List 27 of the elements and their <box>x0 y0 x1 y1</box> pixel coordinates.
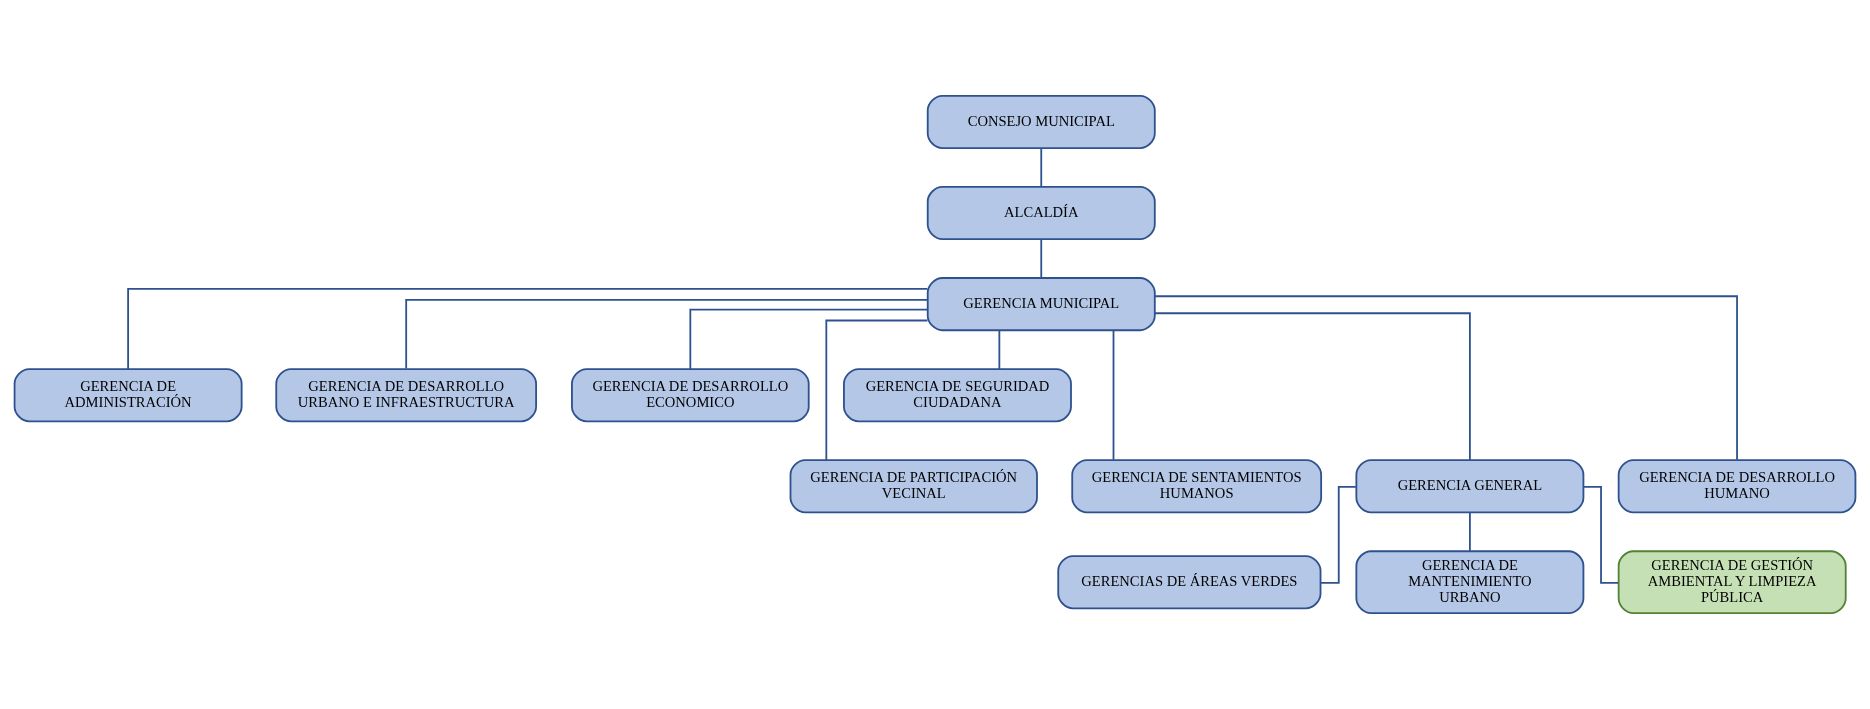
node-box: GERENCIA DE DESARROLLO HUMANO <box>1617 459 1857 514</box>
connector <box>689 308 929 370</box>
node-box: GERENCIA DE SENTAMIENTOS HUMANOS <box>1071 459 1323 514</box>
connector <box>1154 312 1471 461</box>
connector <box>1154 295 1738 461</box>
connector <box>1040 147 1043 188</box>
connector <box>1112 329 1115 461</box>
node-box: GERENCIA DE MANTENIMIENTO URBANO <box>1355 550 1585 615</box>
connector <box>1040 238 1043 279</box>
connector <box>405 298 929 370</box>
node-box: GERENCIA DE SEGURIDAD CIUDADANA <box>843 368 1072 423</box>
connector <box>1469 511 1471 552</box>
node-box: GERENCIA DE GESTIÓN AMBIENTAL Y LIMPIEZA PÚBLICA <box>1617 550 1847 615</box>
node-box: ALCALDÍA <box>926 186 1156 241</box>
connector <box>127 288 929 370</box>
node-box: GERENCIA MUNICIPAL <box>926 277 1156 332</box>
node-box: GERENCIA DE PARTICIPACIÓN VECINAL <box>789 459 1038 514</box>
connector <box>1583 485 1620 584</box>
node-box: GERENCIA DE ADMINISTRACIÓN <box>13 368 243 423</box>
connector <box>1320 485 1357 584</box>
node-box: GERENCIA DE DESARROLLO ECONOMICO <box>571 368 810 423</box>
connector <box>998 329 1001 370</box>
connector <box>825 319 929 461</box>
node-box: GERENCIA GENERAL <box>1355 459 1585 514</box>
node-box: CONSEJO MUNICIPAL <box>926 94 1156 149</box>
node-box: GERENCIA DE DESARROLLO URBANO E INFRAESTRUCTURA <box>275 368 537 423</box>
node-box: GERENCIAS DE ÁREAS VERDES <box>1057 555 1322 610</box>
